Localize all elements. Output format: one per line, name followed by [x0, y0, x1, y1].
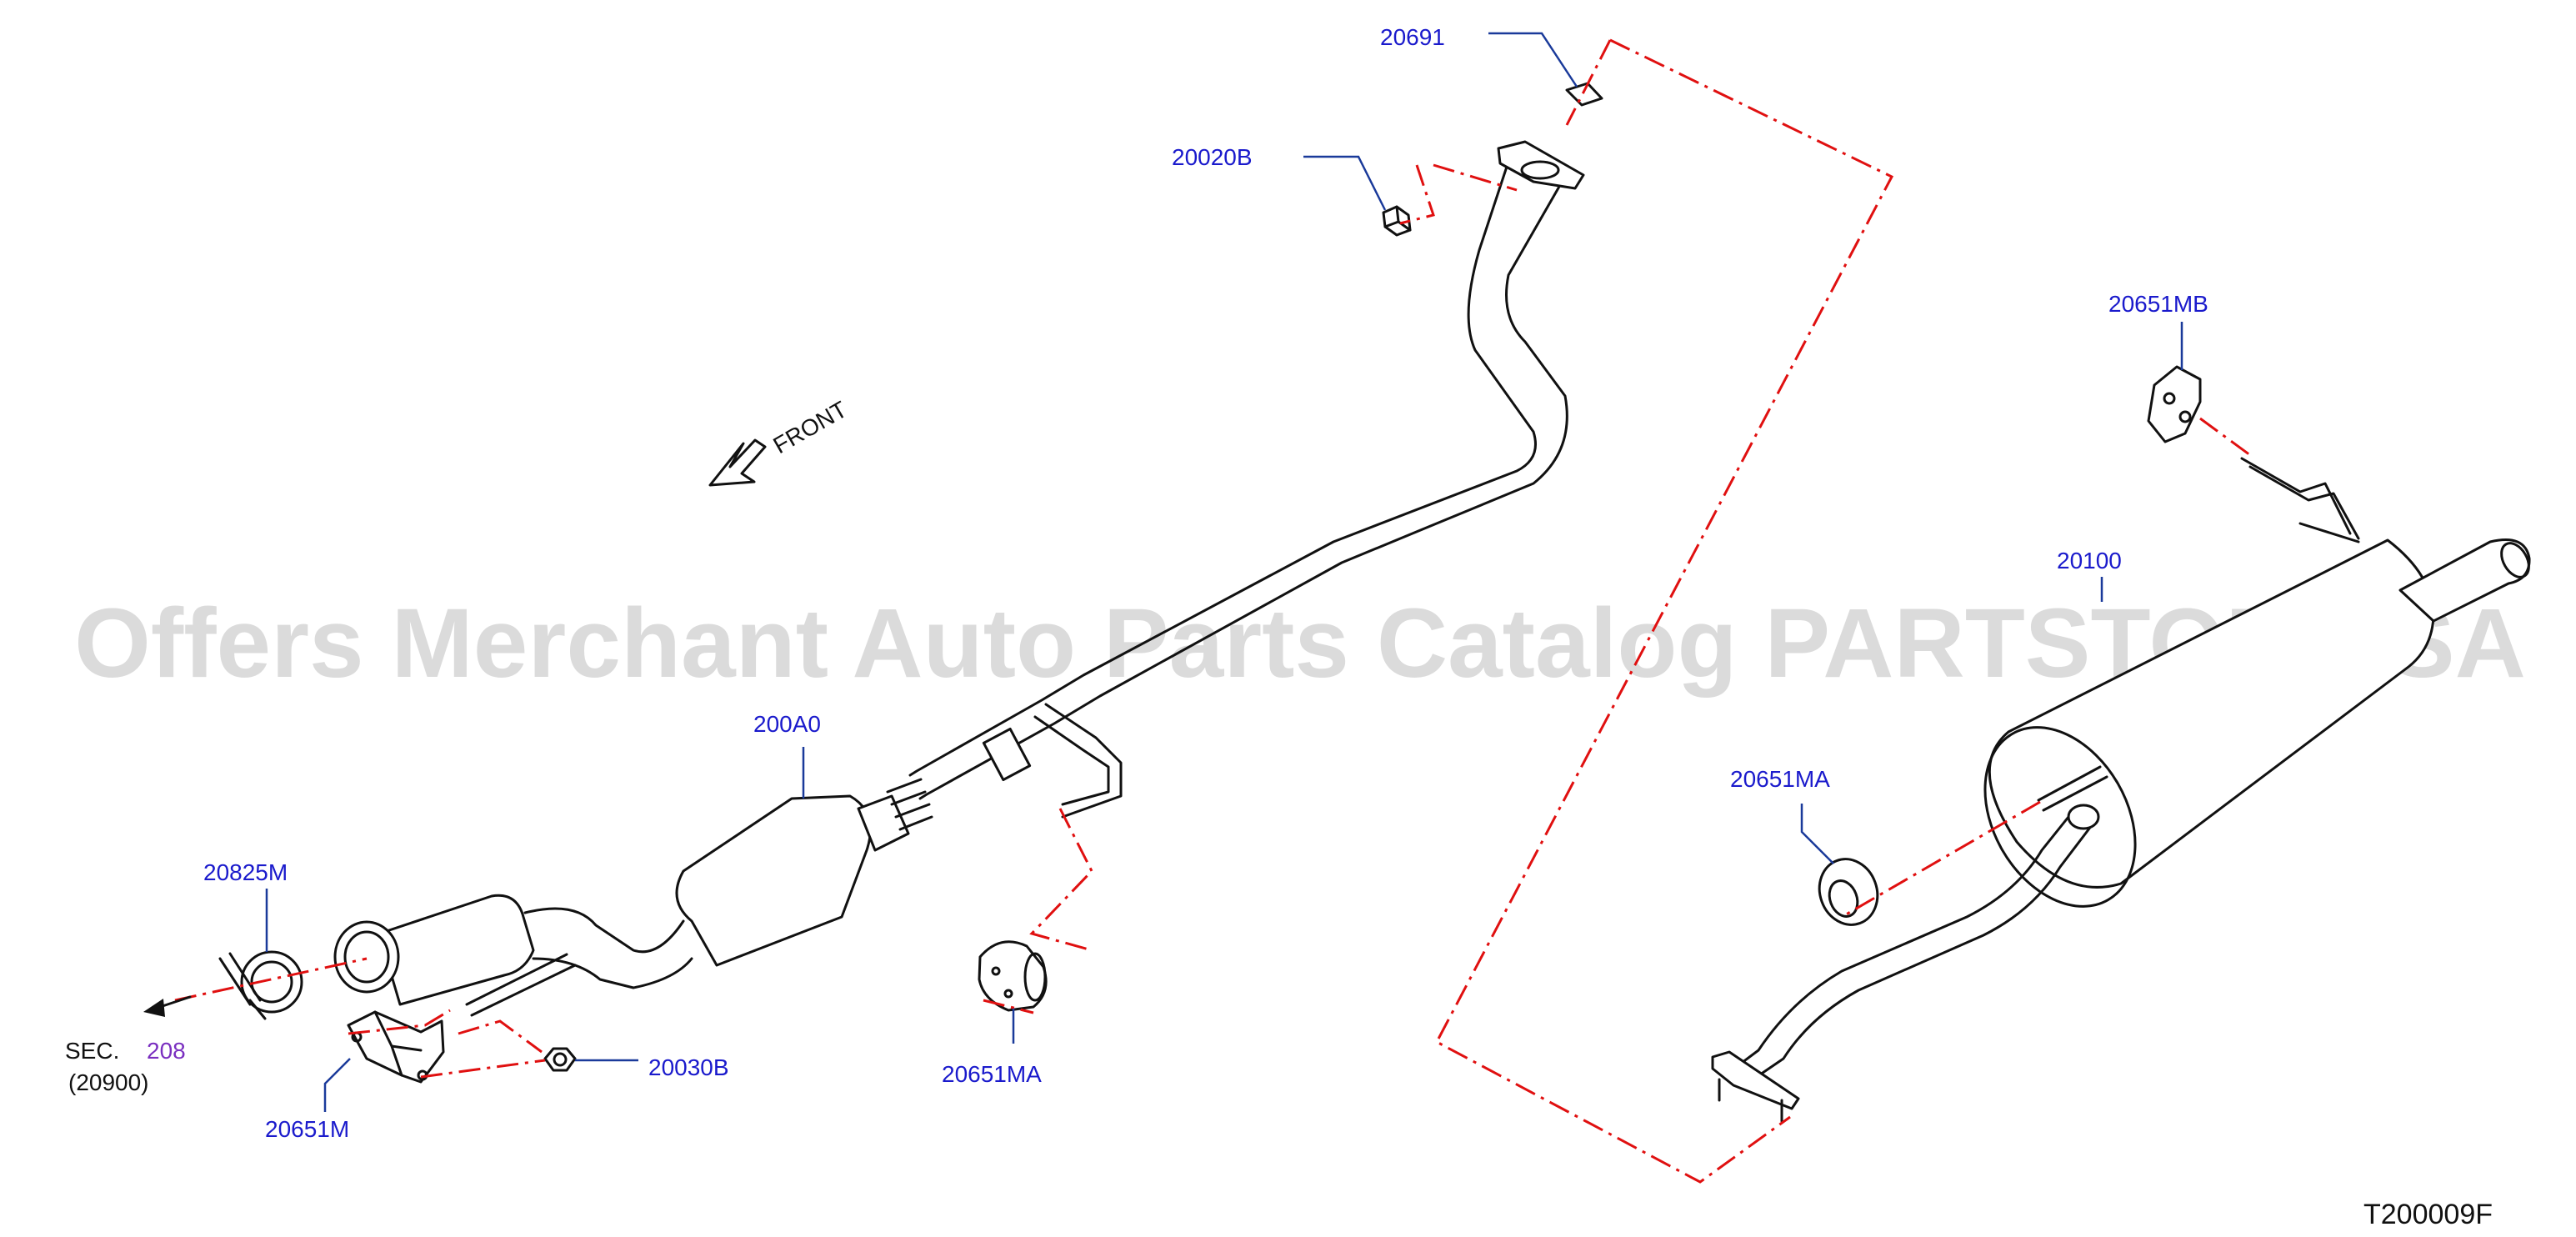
- clamp-part[interactable]: [218, 950, 303, 1020]
- upper-right-mount[interactable]: [2147, 365, 2202, 443]
- front-bracket-mount[interactable]: [347, 1010, 445, 1084]
- leader-lines: [265, 32, 2183, 1112]
- label-20651m[interactable]: 20651M: [265, 1116, 349, 1142]
- label-20691[interactable]: 20691: [1380, 24, 1445, 50]
- center-rubber-mount[interactable]: [978, 940, 1048, 1012]
- section-link[interactable]: 208: [147, 1038, 186, 1064]
- muffler-rubber-mount[interactable]: [1810, 851, 1886, 933]
- front-arrow-icon: [708, 438, 767, 487]
- section-prefix: SEC.: [65, 1038, 119, 1064]
- center-pipe-assembly[interactable]: [333, 165, 1568, 1017]
- label-20030b[interactable]: 20030B: [648, 1054, 729, 1080]
- assembly-dash-lines: [174, 38, 2251, 1184]
- front-nut[interactable]: [543, 1047, 577, 1072]
- label-20651ma-center[interactable]: 20651MA: [942, 1061, 1042, 1087]
- label-20020b[interactable]: 20020B: [1172, 144, 1253, 170]
- label-20651mb[interactable]: 20651MB: [2108, 291, 2208, 317]
- main-muffler[interactable]: [1711, 457, 2534, 1123]
- label-20651ma-muffler[interactable]: 20651MA: [1730, 766, 1830, 792]
- label-200a0[interactable]: 200A0: [753, 711, 821, 737]
- section-arrow-icon: [143, 995, 192, 1017]
- top-gasket[interactable]: [1565, 82, 1603, 107]
- top-nut[interactable]: [1382, 205, 1412, 237]
- diagram-code: T200009F: [2363, 1199, 2493, 1230]
- section-sub: (20900): [68, 1069, 149, 1095]
- rear-flange-top: [1497, 140, 1585, 190]
- front-label: FRONT: [769, 396, 852, 458]
- label-20100[interactable]: 20100: [2057, 548, 2122, 573]
- label-20825m[interactable]: 20825M: [203, 859, 288, 885]
